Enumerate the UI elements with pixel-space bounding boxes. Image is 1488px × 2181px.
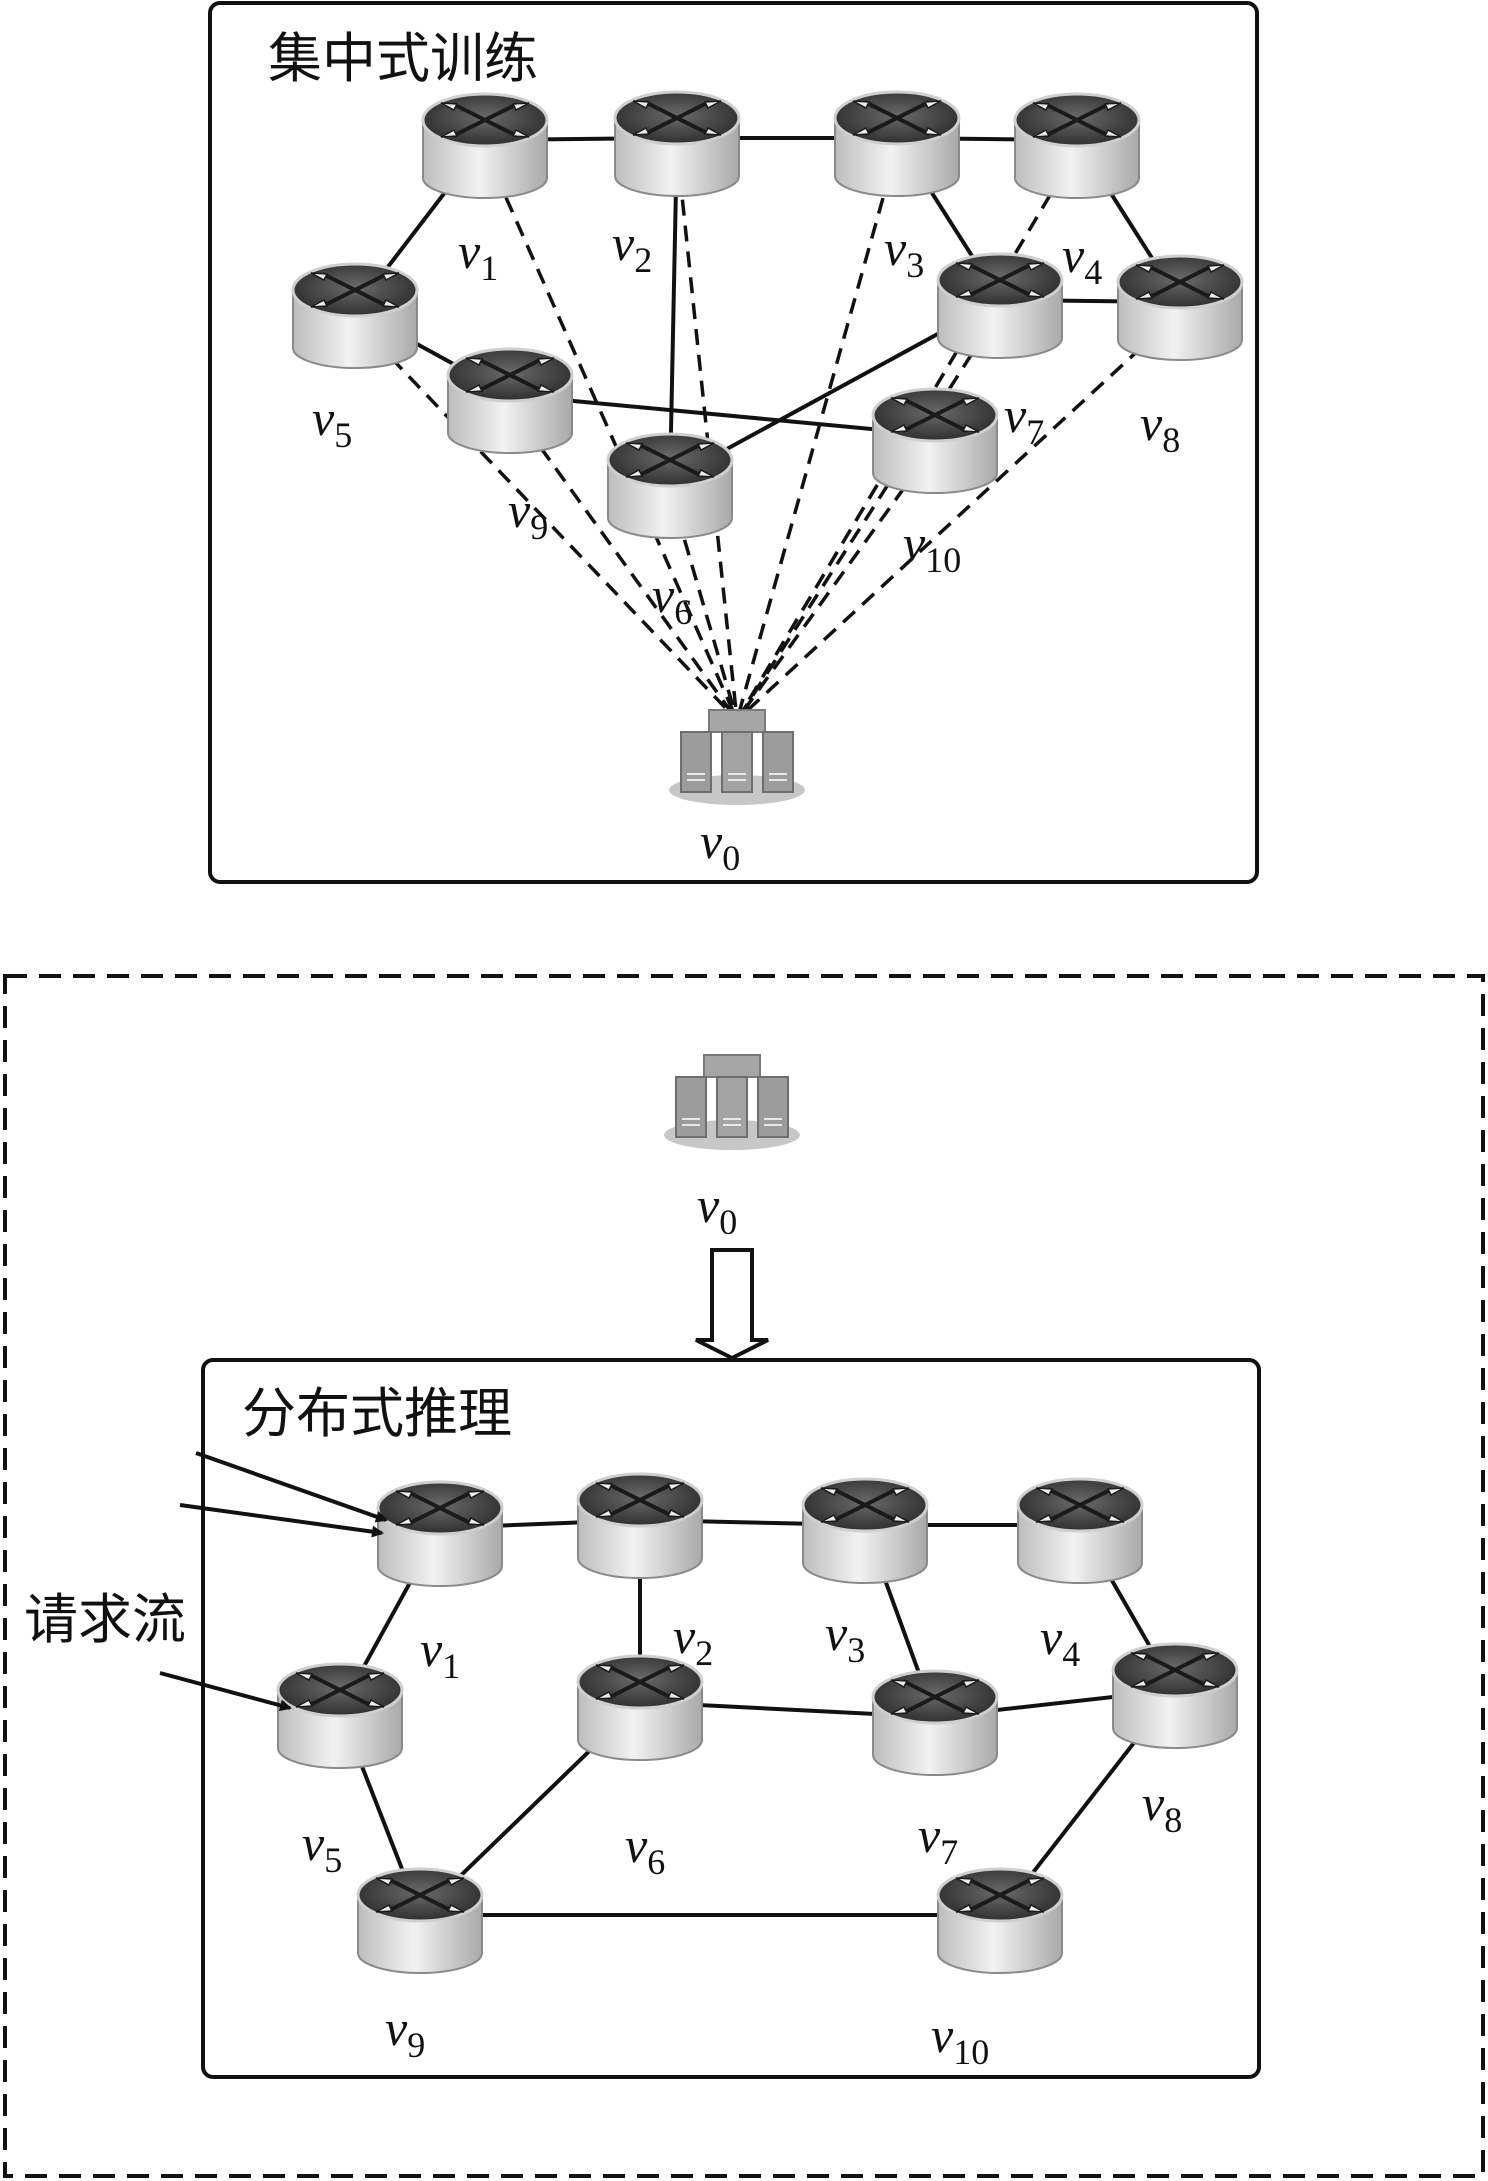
router-v10-icon <box>936 1867 1064 1975</box>
router-v5-icon <box>291 262 419 370</box>
inference-graph: v1 v2 v3 v4 v5 v6 v7 v8 v9 v10 <box>159 1451 1239 2072</box>
router-v1-icon <box>376 1480 504 1588</box>
router-v1-icon <box>421 92 549 200</box>
control-link-v8-v0 <box>735 310 1182 722</box>
training-panel-title: 集中式训练 <box>268 29 538 89</box>
training-graph: v1 v2 v3 v4 v5 v6 v7 v8 v9 v10 v0 <box>291 90 1244 878</box>
request-arrow-to-v1 <box>179 1503 384 1538</box>
node-label-v0: v0 <box>700 813 740 878</box>
node-label-v7: v7 <box>1004 387 1044 452</box>
control-link-v2-v0 <box>675 147 739 721</box>
server-v0-icon <box>668 709 806 806</box>
deploy-arrow <box>695 1248 769 1361</box>
request-flow-label: 请求流 <box>24 1590 186 1650</box>
node-label-v8: v8 <box>1140 395 1180 460</box>
router-v10-icon <box>871 387 999 495</box>
node-label-v1: v1 <box>458 223 498 288</box>
control-link-v3-v0 <box>735 147 899 721</box>
node-label-v5: v5 <box>302 1815 342 1880</box>
node-label-v9: v9 <box>385 2000 425 2065</box>
request-arrow-to-v5 <box>159 1671 292 1712</box>
router-v2-icon <box>576 1472 704 1580</box>
node-label-v4: v4 <box>1040 1609 1080 1674</box>
node-label-v5: v5 <box>312 390 352 455</box>
link-v9-v10 <box>509 393 936 437</box>
node-label-v7: v7 <box>918 1807 958 1872</box>
node-label-v0: v0 <box>697 1177 737 1242</box>
node-label-v3: v3 <box>825 1605 865 1670</box>
router-v3-icon <box>801 1477 929 1585</box>
node-label-v10: v10 <box>903 515 961 580</box>
node-label-v2: v2 <box>612 215 652 280</box>
node-label-v2: v2 <box>673 1608 713 1673</box>
router-v4-icon <box>1013 92 1141 200</box>
inference-panel-title: 分布式推理 <box>242 1384 512 1444</box>
request-arrow-to-v1 <box>195 1451 388 1523</box>
router-v8-icon <box>1116 254 1244 362</box>
control-link-v4-v0 <box>735 149 1079 721</box>
inference-panel <box>201 1358 1261 2079</box>
router-v7-icon <box>936 252 1064 360</box>
router-v6-icon <box>576 1654 704 1762</box>
router-v4-icon <box>1016 1477 1144 1585</box>
control-link-v9-v0 <box>508 403 739 722</box>
node-label-v4: v4 <box>1062 227 1102 292</box>
router-v2-icon <box>613 90 741 198</box>
router-v7-icon <box>871 1669 999 1777</box>
router-v6-icon <box>606 432 734 540</box>
router-v9-icon <box>356 1867 484 1975</box>
inference-outer-frame <box>3 974 1485 2178</box>
router-v5-icon <box>276 1662 404 1770</box>
server-node: v0 <box>663 1054 801 1242</box>
router-v9-icon <box>446 347 574 455</box>
router-v3-icon <box>833 90 961 198</box>
node-label-v10: v10 <box>931 2007 989 2072</box>
node-label-v6: v6 <box>625 1817 665 1882</box>
training-panel <box>208 1 1259 884</box>
node-label-v9: v9 <box>508 482 548 547</box>
node-label-v3: v3 <box>884 220 924 285</box>
server-v0-icon <box>663 1054 801 1151</box>
control-link-v7-v0 <box>735 309 1002 721</box>
node-label-v8: v8 <box>1142 1775 1182 1840</box>
control-link-v5-v0 <box>353 318 739 722</box>
node-label-v6: v6 <box>652 567 692 632</box>
node-label-v1: v1 <box>420 1621 460 1686</box>
router-v8-icon <box>1111 1642 1239 1750</box>
